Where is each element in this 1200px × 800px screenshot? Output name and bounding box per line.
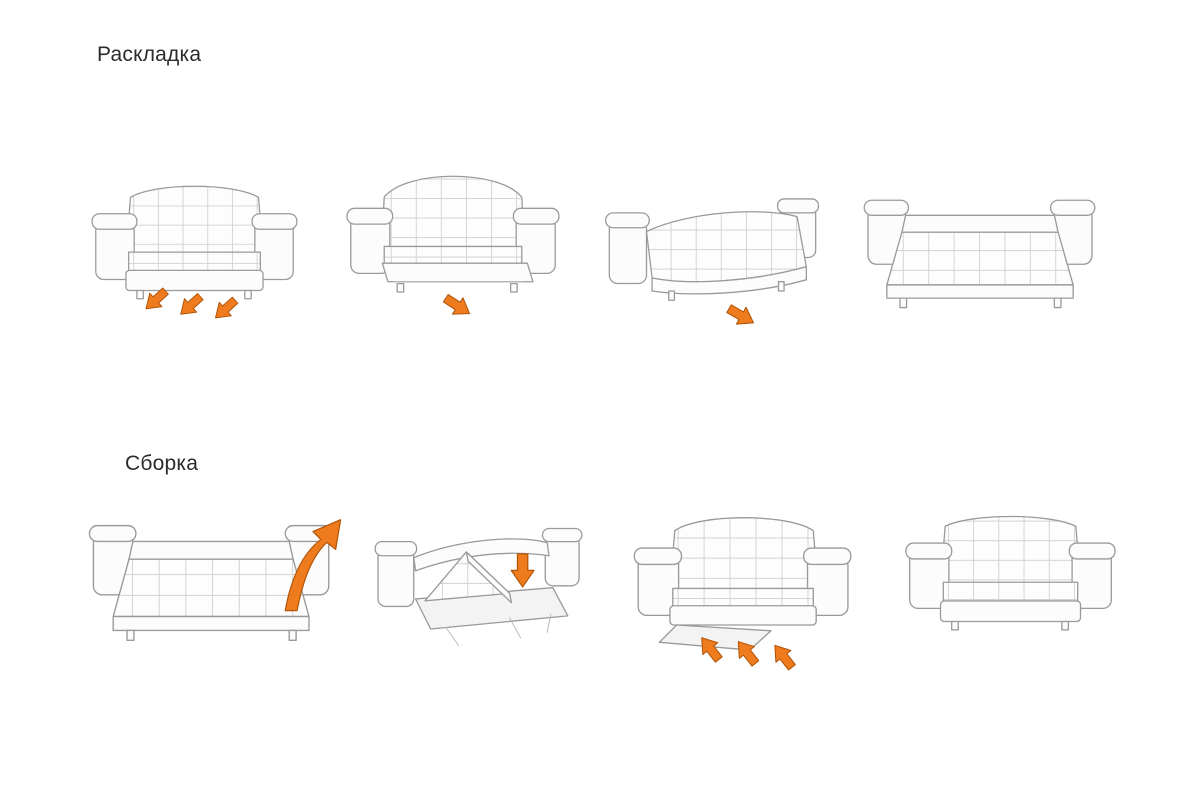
pull-out-arrow-icon bbox=[174, 289, 207, 322]
fold-step-1-lift-section bbox=[78, 492, 358, 670]
section-title-unfold: Раскладка bbox=[97, 43, 202, 66]
section-title-fold: Сборка bbox=[125, 452, 199, 475]
illustration-seat-pulled bbox=[346, 175, 560, 318]
unfold-step-3-backrest-folds-flat bbox=[585, 172, 840, 330]
unfold-step-2-seat-pulled bbox=[338, 160, 568, 318]
fold-step-2-section-folds-down bbox=[362, 505, 597, 660]
lift-up-curved-arrow-icon bbox=[284, 519, 342, 612]
pull-out-arrow-icon bbox=[723, 299, 759, 330]
illustration-bed-folding bbox=[374, 527, 583, 647]
fold-step-3-push-base-in bbox=[622, 498, 867, 676]
fold-down-arrow-icon bbox=[510, 553, 535, 588]
unfold-step-4-bed-ready bbox=[840, 172, 1120, 332]
fold-step-4-sofa-assembled bbox=[898, 502, 1123, 642]
unfold-step-1-sofa-closed bbox=[82, 168, 307, 328]
illustration-bed-unfolded bbox=[863, 199, 1096, 309]
illustration-backrest-folding bbox=[604, 198, 820, 330]
pull-out-arrow-icon bbox=[208, 293, 242, 326]
illustration-push-in bbox=[633, 517, 852, 674]
pull-out-arrow-icon bbox=[440, 289, 476, 318]
push-in-arrow-icon bbox=[766, 639, 800, 674]
illustration-bed-lift bbox=[88, 519, 342, 642]
illustration-sofa-closed bbox=[91, 185, 298, 326]
illustration-sofa-assembled bbox=[905, 515, 1116, 631]
